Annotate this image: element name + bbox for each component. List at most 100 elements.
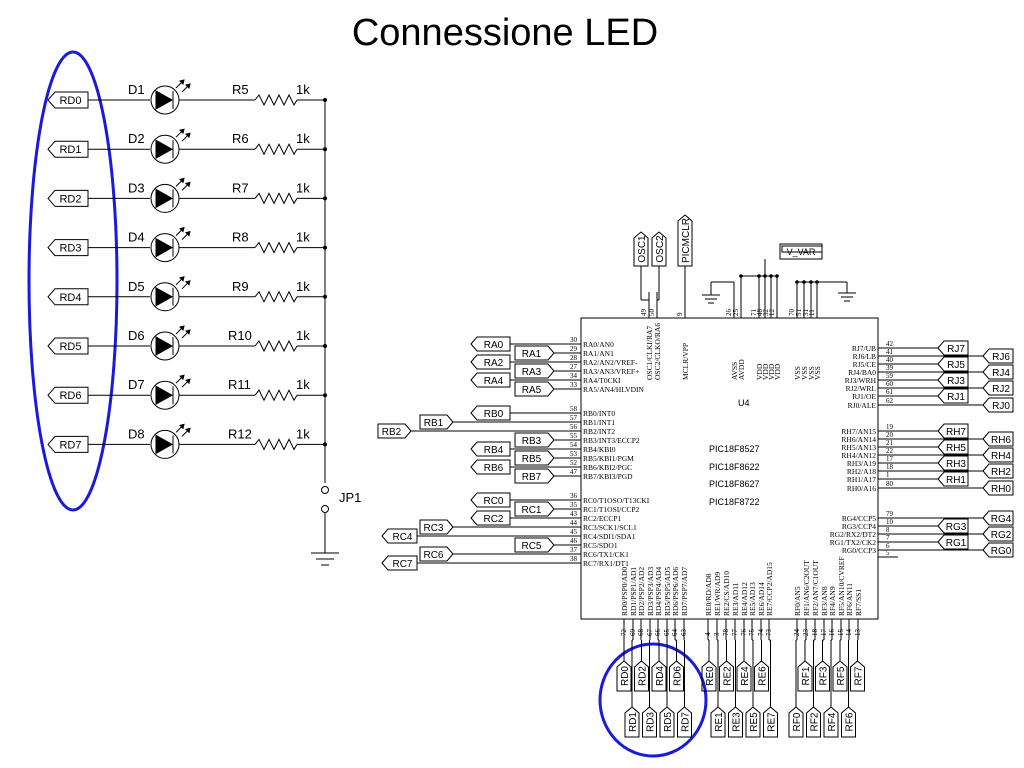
bottom-net-0-tag bbox=[616, 660, 632, 692]
bottom-net-22-tag bbox=[841, 706, 856, 738]
top-pin-name-2: MCLR/VPP bbox=[681, 343, 690, 380]
bottom-net-9-tag bbox=[710, 706, 726, 738]
top-pin-num-2: 9 bbox=[676, 312, 684, 316]
right-pin-num-10: 21 bbox=[886, 439, 894, 447]
led-3-arrow2-head bbox=[185, 230, 191, 237]
right-net-1-tag bbox=[982, 348, 1014, 364]
chip-part-4: PIC18F8722 bbox=[709, 497, 760, 507]
right-pin-name-1: RJ6/LB bbox=[853, 352, 876, 361]
jumper-label: JP1 bbox=[339, 490, 361, 505]
bottom-pin-name-14: RE6/AD14 bbox=[757, 582, 766, 616]
left-pin-num-5: 33 bbox=[570, 381, 578, 389]
left-net-6-label: RB0 bbox=[484, 409, 504, 420]
left-pin-num-1: 29 bbox=[570, 345, 578, 353]
left-pin-name-15: RC1/T1OSI/CCP2 bbox=[583, 505, 640, 514]
led-5-label: D6 bbox=[128, 328, 145, 343]
bottom-net-18-tag bbox=[806, 706, 821, 738]
top-pin-name-11: VSS bbox=[807, 366, 816, 380]
left-pin-name-2: RA2/AN2/VREF- bbox=[583, 358, 638, 367]
resistor-0-zigzag bbox=[254, 93, 298, 107]
right-pin-num-14: 1 bbox=[886, 471, 890, 479]
bottom-net-12-label: RE4 bbox=[740, 666, 751, 686]
top-pin-name-0: OSC1/CLKI/RA7 bbox=[645, 326, 654, 380]
left-pin-num-15: 35 bbox=[570, 501, 578, 509]
resistor-3-zigzag bbox=[254, 241, 298, 254]
bottom-net-2-label: RD2 bbox=[638, 666, 649, 686]
left-net-8-tag bbox=[377, 423, 412, 439]
left-pin-name-8: RB2/INT2 bbox=[583, 427, 615, 436]
chip-part-1: PIC18F8527 bbox=[709, 444, 760, 454]
led-0-label: D1 bbox=[128, 82, 145, 97]
right-net-10-label: RH5 bbox=[946, 443, 966, 454]
left-pin-num-2: 28 bbox=[570, 354, 578, 362]
left-net-11-tag bbox=[514, 450, 555, 466]
led-5-triangle bbox=[155, 336, 174, 356]
bottom-pin-name-23: RF7/SS1 bbox=[854, 589, 863, 616]
right-net-15-label: RH0 bbox=[991, 484, 1011, 495]
right-pin-num-7: 62 bbox=[886, 397, 894, 405]
bottom-pin-name-0: RD0/PSP0/AD0 bbox=[620, 567, 629, 616]
right-net-0-label: RJ7 bbox=[947, 344, 965, 355]
bottom-net-5-tag bbox=[659, 706, 675, 738]
left-pin-name-18: RC4/SDI1/SDA1 bbox=[583, 532, 636, 541]
bottom-net-16-tag bbox=[788, 706, 804, 738]
vdd-dot-3 bbox=[769, 274, 773, 278]
right-pin-name-15: RH0/A16 bbox=[847, 484, 876, 493]
right-pin-name-5: RJ2/WRL bbox=[846, 384, 877, 393]
bottom-net-7-label: RD7 bbox=[681, 712, 692, 732]
bottom-net-18-label: RF2 bbox=[810, 712, 821, 731]
led-2-arrow1-head bbox=[179, 177, 185, 184]
bottom-pin-name-1: RD1/PSP1/AD1 bbox=[629, 567, 638, 616]
left-pin-num-20: 37 bbox=[570, 546, 578, 554]
right-pin-num-12: 17 bbox=[886, 455, 894, 463]
right-pin-num-0: 42 bbox=[886, 340, 894, 348]
left-net-19-label: RC5 bbox=[521, 541, 541, 552]
bottom-pin-name-3: RD3/PSP3/AD3 bbox=[646, 567, 655, 616]
bottom-pin-name-13: RE5/AD13 bbox=[748, 582, 757, 616]
right-net-17-label: RG3 bbox=[946, 522, 967, 533]
right-net-5-label: RJ2 bbox=[992, 384, 1010, 395]
led-4-arrow1-head bbox=[179, 276, 185, 282]
led-3-triangle bbox=[155, 237, 174, 258]
right-net-18-tag bbox=[982, 526, 1014, 542]
right-net-19-label: RG1 bbox=[946, 538, 967, 549]
resistor-7-value: 1k bbox=[296, 426, 310, 441]
bottom-pin-name-18: RF2/AN7/C1OUT bbox=[811, 560, 820, 616]
slide-title: Connessione LED bbox=[351, 12, 659, 54]
left-pin-num-8: 56 bbox=[570, 423, 578, 431]
top-net-vvar-label: V_VAR bbox=[787, 247, 816, 257]
left-net-3-tag bbox=[514, 363, 555, 379]
bottom-net-8-label: RE0 bbox=[705, 666, 716, 686]
chip-part-3: PIC18F8627 bbox=[709, 479, 760, 489]
right-pin-name-3: RJ4/BA0 bbox=[848, 368, 876, 377]
right-net-7-label: RJ0 bbox=[992, 401, 1010, 412]
right-pin-num-2: 40 bbox=[886, 356, 894, 364]
right-pin-num-11: 22 bbox=[886, 447, 894, 455]
top-pin-num-12: 11 bbox=[808, 309, 816, 316]
left-pin-name-10: RB4/KBI0 bbox=[583, 445, 616, 454]
jumper-pin-bottom bbox=[321, 505, 329, 513]
top-pin-num-7: 32 bbox=[762, 309, 770, 317]
junction-dot-1 bbox=[323, 147, 327, 152]
left-pin-num-3: 27 bbox=[570, 363, 578, 371]
bottom-net-6-tag bbox=[669, 660, 684, 692]
right-net-5-tag bbox=[982, 380, 1014, 396]
left-net-8-label: RB2 bbox=[382, 427, 402, 438]
left-net-13-label: RB7 bbox=[522, 472, 542, 483]
led-5-arrow1-head bbox=[179, 325, 185, 331]
right-net-18-label: RG2 bbox=[991, 530, 1012, 541]
bottom-pin-name-19: RF3/AN8 bbox=[820, 586, 829, 616]
bottom-net-15-tag bbox=[763, 706, 778, 738]
right-pin-num-8: 19 bbox=[886, 423, 894, 431]
resistor-1-zigzag bbox=[254, 143, 298, 156]
bottom-net-1-label: RD1 bbox=[628, 712, 639, 732]
led-6-arrow2-head bbox=[185, 378, 191, 385]
resistor-3-label: R8 bbox=[232, 230, 249, 245]
top-pin-num-11: 31 bbox=[802, 309, 810, 317]
bottom-net-22-label: RF6 bbox=[845, 712, 856, 731]
left-pin-num-4: 34 bbox=[570, 372, 578, 380]
bottom-net-14-label: RE6 bbox=[758, 666, 769, 686]
led-0-arrow2-head bbox=[185, 83, 191, 89]
top-pin-num-9: 70 bbox=[788, 309, 796, 317]
left-net-11-label: RB5 bbox=[522, 454, 542, 465]
